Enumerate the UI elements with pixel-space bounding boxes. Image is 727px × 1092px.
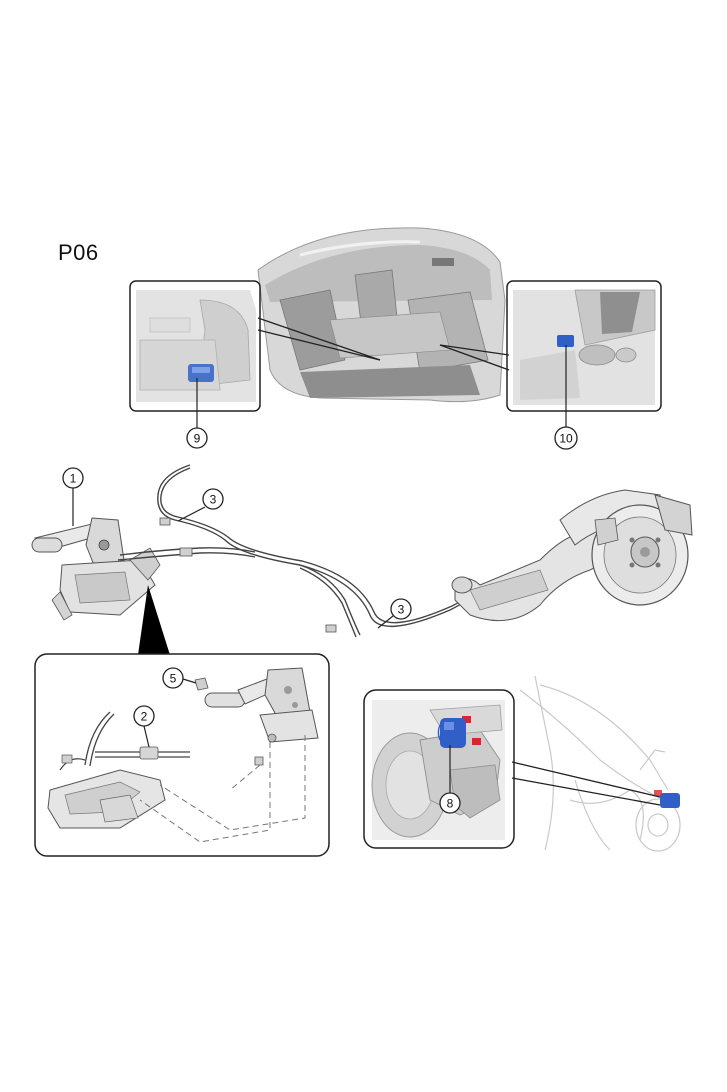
inset-panel-lever-detail — [34, 653, 330, 857]
switch-10-highlight — [557, 335, 574, 347]
callout-5: 5 — [162, 667, 184, 689]
handbrake-lever-assembly — [31, 517, 161, 621]
svg-text:9: 9 — [194, 432, 201, 446]
callout-9: 9 — [186, 427, 208, 449]
parking-brake-cables — [117, 464, 481, 638]
svg-text:5: 5 — [170, 672, 177, 686]
callout-3-lower: 3 — [390, 598, 412, 620]
callout-8: 8 — [439, 792, 461, 814]
svg-text:3: 3 — [210, 493, 217, 507]
diagram-code-label: P06 — [58, 240, 99, 265]
inset-panel-9 — [129, 280, 261, 412]
callout-10: 10 — [554, 426, 578, 450]
svg-text:3: 3 — [398, 603, 405, 617]
inset-panel-8 — [363, 689, 515, 849]
svg-text:8: 8 — [447, 797, 454, 811]
callout-1: 1 — [62, 467, 84, 489]
car-interior-view — [257, 227, 506, 403]
callout-3-upper: 3 — [202, 488, 224, 510]
svg-text:2: 2 — [141, 710, 148, 724]
actuator-8-target-highlight — [660, 793, 680, 808]
svg-text:10: 10 — [559, 432, 573, 446]
rear-chassis-ghost — [519, 675, 681, 852]
inset-panel-10 — [506, 280, 662, 412]
detail-pointer-triangle — [138, 585, 170, 655]
rear-suspension-assembly — [451, 489, 693, 622]
svg-text:1: 1 — [70, 472, 77, 486]
callout-2: 2 — [133, 705, 155, 727]
